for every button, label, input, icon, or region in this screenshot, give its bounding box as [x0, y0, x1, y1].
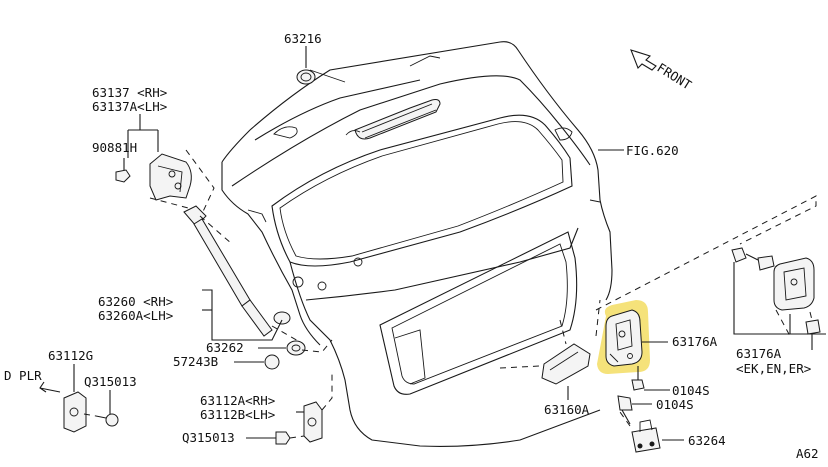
label-q315013-a: Q315013: [84, 374, 137, 389]
label-63176a-alt: 63176A: [736, 346, 782, 361]
label-d-plr: D PLR: [4, 368, 42, 383]
part-90881h-bolt[interactable]: [115, 158, 131, 183]
label-63112a-rh: 63112A<RH>: [200, 393, 275, 408]
label-63137-rh: 63137 <RH>: [92, 85, 167, 100]
label-fig620: FIG.620: [626, 143, 679, 158]
label-63137a-lh: 63137A<LH>: [92, 99, 167, 114]
label-63264: 63264: [688, 433, 726, 448]
part-63260-gas-stay[interactable]: [183, 205, 301, 343]
label-63176a: 63176A: [672, 334, 718, 349]
label-63112b-lh: 63112B<LH>: [200, 407, 275, 422]
part-63137-hinge[interactable]: [149, 149, 215, 219]
label-63160a: 63160A: [544, 402, 590, 417]
label-63216: 63216: [284, 31, 322, 46]
label-0104s-a: 0104S: [672, 383, 710, 398]
leader-63176a-alt: [733, 262, 791, 335]
part-63262-bumper[interactable]: [286, 340, 306, 356]
part-q315013-screw-a[interactable]: [83, 413, 119, 427]
part-63160a-handle[interactable]: [541, 343, 591, 385]
front-direction-arrow: FRONT: [630, 49, 695, 93]
front-label: FRONT: [654, 60, 694, 93]
leader-63137: [127, 114, 159, 158]
label-63260-rh: 63260 <RH>: [98, 294, 173, 309]
part-63112g-bracket[interactable]: [63, 391, 87, 433]
label-90881h: 90881H: [92, 140, 137, 155]
dash-63160a: [499, 319, 567, 369]
back-door-panel: [221, 41, 613, 447]
part-63112ab-bracket[interactable]: [303, 401, 323, 443]
label-63176a-variants: <EK,EN,ER>: [736, 361, 811, 376]
part-63176a-lock-alt[interactable]: [731, 247, 821, 350]
d-plr-arrow: [39, 381, 61, 393]
dash-63112ab: [321, 370, 333, 411]
part-0104s-bolt-a[interactable]: [631, 366, 645, 391]
part-0104s-bolt-b[interactable]: [617, 395, 633, 425]
leader-63260: [202, 289, 283, 341]
part-q315013-screw-b[interactable]: [246, 431, 305, 445]
label-63260a-lh: 63260A<LH>: [98, 308, 173, 323]
dash-63176a: [595, 195, 817, 337]
part-63264-striker[interactable]: [619, 411, 661, 453]
label-63262: 63262: [206, 340, 244, 355]
part-63176a-lock[interactable]: [605, 309, 643, 367]
part-63216-grommet[interactable]: [296, 46, 316, 85]
part-57243b-plug[interactable]: [264, 354, 280, 370]
label-63112g: 63112G: [48, 348, 93, 363]
label-57243b: 57243B: [173, 354, 218, 369]
diagram-code: A62: [796, 446, 819, 461]
label-0104s-b: 0104S: [656, 397, 694, 412]
label-q315013-b: Q315013: [182, 430, 235, 445]
